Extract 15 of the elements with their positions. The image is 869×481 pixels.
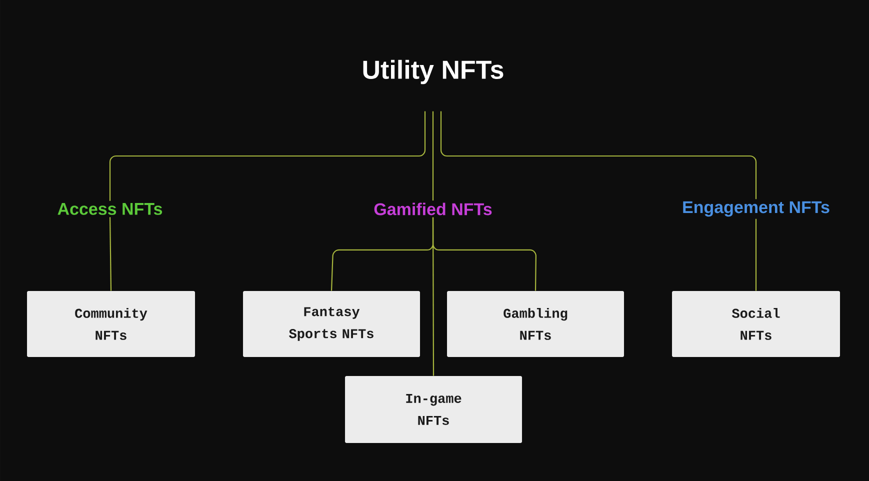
category-label: Engagement NFTs: [683, 201, 830, 217]
connector-line: [755, 218, 757, 291]
category-box: Social NFTs: [672, 290, 840, 357]
category-box: Fantasy Sports NFTs: [243, 290, 420, 357]
category-box: In-game NFTs: [345, 376, 522, 443]
connector-line: [432, 217, 434, 376]
connector-line: [440, 111, 757, 200]
category-box: Community NFTs: [27, 290, 195, 357]
connector-line: [109, 111, 426, 201]
connector-line: [109, 217, 112, 291]
category-label: Gamified NFTs: [374, 202, 492, 216]
connector-line: [432, 111, 434, 201]
category-box: Gambling NFTs: [447, 290, 624, 357]
category-label: Access NFTs: [58, 203, 162, 215]
title: Utility NFTs: [363, 60, 504, 84]
